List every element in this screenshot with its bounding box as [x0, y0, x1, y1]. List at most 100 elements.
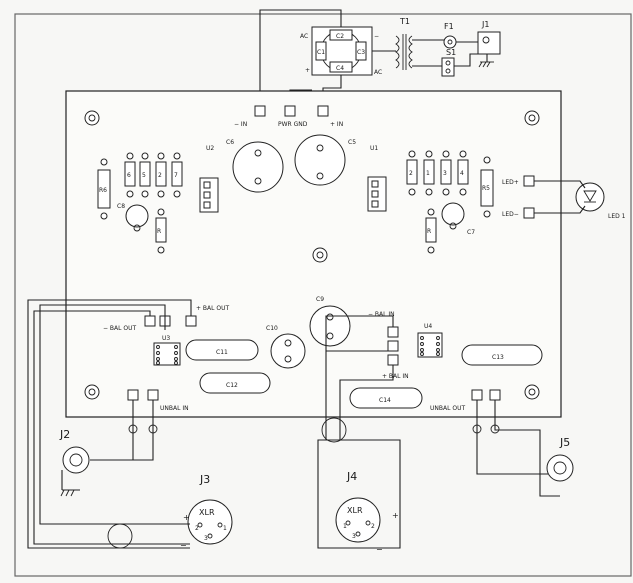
c9-label: C9	[316, 296, 324, 303]
svg-text:6: 6	[127, 172, 131, 179]
j1-label: J1	[481, 20, 489, 29]
plus-in-pad	[317, 105, 329, 117]
svg-text:1: 1	[343, 523, 347, 530]
bal-out-plus-pad	[185, 315, 197, 327]
xlr-j4	[335, 497, 381, 543]
c1-label: C1	[317, 49, 325, 56]
capacitor-c6	[232, 141, 284, 193]
unbal-out-pad-2	[489, 389, 501, 401]
opamp-u3	[153, 342, 181, 366]
c4-label: C4	[336, 65, 344, 72]
c2-cap	[329, 29, 353, 41]
svg-text:2: 2	[158, 172, 162, 179]
bal-out-minus-pad	[144, 315, 156, 327]
c3-cap	[355, 41, 367, 61]
svg-text:2: 2	[195, 525, 199, 532]
bal-in-mid-pad	[387, 340, 399, 352]
svg-text:7: 7	[174, 172, 178, 179]
capacitor-c14	[349, 387, 423, 409]
svg-text:1: 1	[223, 525, 227, 532]
unbal-in-pad-1	[127, 389, 139, 401]
xlr-j4-label: XLR	[347, 506, 363, 515]
f1-label: F1	[444, 22, 454, 31]
u3-label: U3	[162, 335, 170, 342]
jack-j2	[62, 446, 90, 474]
bal-in-plus-label: + BAL IN	[382, 373, 409, 380]
bal-in-minus-pad	[387, 326, 399, 338]
c7-label: C7	[467, 229, 475, 236]
u2-label: U2	[206, 145, 214, 152]
power-section: AC AC + − C2 C4 C1 C3 T1 F1 J1 S1	[259, 9, 501, 106]
plus-in-label: + IN	[330, 121, 343, 128]
capacitor-c9	[309, 305, 351, 347]
cable-shield-j3	[107, 523, 133, 549]
led1	[575, 182, 605, 212]
cable-shield-j4	[321, 417, 347, 443]
j3-label: J3	[199, 473, 210, 486]
svg-text:2: 2	[409, 170, 413, 177]
capacitor-c8	[125, 204, 149, 228]
led-minus-label: LED−	[502, 211, 519, 218]
c2-label: C2	[336, 33, 344, 40]
u1-label: U1	[370, 145, 378, 152]
unbal-in-label: UNBAL IN	[160, 405, 189, 412]
capacitor-c11	[185, 339, 259, 361]
c13-label: C13	[492, 354, 504, 361]
jack-j5	[546, 454, 574, 482]
left-resistors: R6 6 5 2 7 R C8	[97, 152, 183, 254]
capacitor-c5	[294, 134, 346, 186]
transformer-t1: T1	[395, 17, 413, 70]
u4-label: U4	[424, 323, 432, 330]
minus-in-pad	[254, 105, 266, 117]
led-minus-pad	[523, 207, 535, 219]
t1-label: T1	[399, 17, 410, 26]
c3-label: C3	[357, 49, 365, 56]
capacitor-c12	[199, 372, 271, 394]
j2-label: J2	[59, 428, 70, 441]
capacitor-c13	[461, 344, 543, 366]
svg-text:+: +	[392, 511, 399, 520]
svg-text:3: 3	[443, 170, 447, 177]
switch-s1	[441, 57, 455, 77]
ac-bottom-label: AC	[374, 69, 382, 76]
r6-label: R6	[99, 187, 107, 194]
svg-text:R: R	[157, 228, 161, 235]
bal-out-minus-label: − BAL OUT	[103, 325, 137, 332]
minus-in-label: − IN	[234, 121, 247, 128]
c14-label: C14	[379, 397, 391, 404]
j4-label: J4	[346, 470, 357, 483]
led-plus-label: LED+	[502, 179, 519, 186]
unbal-in-pad-2	[147, 389, 159, 401]
opamp-u4	[417, 332, 443, 358]
capacitor-c7	[441, 202, 465, 226]
svg-text:−: −	[180, 541, 187, 550]
svg-text:3: 3	[204, 535, 208, 542]
led1-label: LED 1	[608, 213, 626, 220]
fuse-f1	[443, 35, 457, 49]
svg-text:4: 4	[460, 170, 464, 177]
c5-label: C5	[348, 139, 356, 146]
svg-text:−: −	[376, 545, 383, 554]
bal-in-minus-label: − BAL IN	[368, 311, 395, 318]
mounting-holes	[84, 110, 540, 400]
c4-cap	[329, 61, 353, 73]
xlr-j3-label: XLR	[199, 508, 215, 517]
jack-j1	[477, 31, 501, 55]
svg-text:R: R	[427, 228, 431, 235]
svg-text:5: 5	[142, 172, 146, 179]
j5-label: J5	[559, 436, 570, 449]
c11-label: C11	[216, 349, 228, 356]
minus-label: −	[374, 33, 379, 40]
c1-cap	[315, 41, 327, 61]
svg-text:1: 1	[426, 170, 430, 177]
svg-text:+: +	[183, 513, 190, 522]
xlr-j3	[187, 499, 233, 545]
c12-label: C12	[226, 382, 238, 389]
unbal-out-label: UNBAL OUT	[430, 405, 465, 412]
right-resistors: 2 1 3 4 R5 R C7	[406, 150, 494, 254]
bal-in-plus-pad	[387, 354, 399, 366]
plus-label: +	[305, 67, 310, 74]
pwr-gnd-label: PWR GND	[278, 121, 308, 128]
led-plus-pad	[523, 175, 535, 187]
